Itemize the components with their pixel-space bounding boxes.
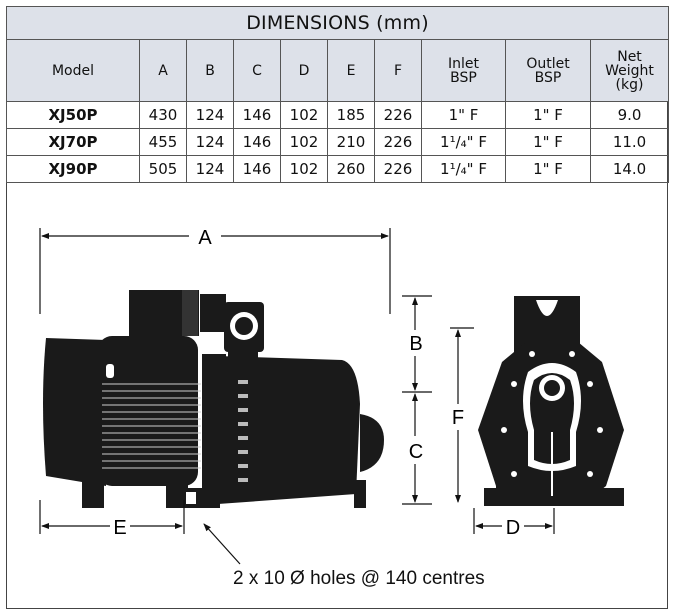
header-d: D [280,39,328,102]
pump-dimension-drawing: A [39,227,624,565]
label-f: F [452,407,464,429]
header-c: C [233,39,281,102]
header-f: F [374,39,422,102]
cell-outlet: 1" F [505,101,591,129]
cell-e: 210 [327,128,375,156]
cell-outlet: 1" F [505,128,591,156]
header-weight-line3: (kg) [615,76,644,93]
cell-c: 146 [233,128,281,156]
header-inlet-line2: BSP [450,69,477,86]
cell-model: XJ90P [6,155,140,183]
dimension-a: A [39,227,391,314]
cell-d: 102 [280,101,328,129]
dimension-d: D [473,508,555,539]
cell-inlet: 1¹/₄" F [421,128,506,156]
header-outlet-line1: Outlet [526,55,570,72]
label-c: C [409,441,423,463]
header-outlet-line2: BSP [534,69,562,86]
header-inlet-line1: Inlet [448,55,479,72]
pump-side-view [43,290,384,508]
cell-inlet: 1" F [421,101,506,129]
holes-leader [203,523,241,565]
cell-model: XJ70P [6,128,140,156]
header-weight-line2: Weight [605,62,654,79]
table-row: XJ50P 430 124 146 102 185 226 1" F 1" F … [6,101,670,129]
cell-c: 146 [233,101,281,129]
cell-f: 226 [374,128,422,156]
cell-weight: 9.0 [589,101,670,129]
cell-a: 455 [139,128,187,156]
cell-b: 124 [186,128,234,156]
cell-e: 185 [327,101,375,129]
cell-b: 124 [186,101,234,129]
header-weight-line1: Net [617,48,642,65]
table-row: XJ90P 505 124 146 102 260 226 1¹/₄" F 1"… [6,155,670,183]
holes-caption: 2 x 10 Ø holes @ 140 centres [233,568,485,589]
table-row: XJ70P 455 124 146 102 210 226 1¹/₄" F 1"… [6,128,670,156]
pump-front-view [478,296,624,506]
cell-d: 102 [280,128,328,156]
header-model: Model [6,39,140,102]
label-a: A [198,227,212,249]
cell-d: 102 [280,155,328,183]
cell-weight: 14.0 [589,155,670,183]
dimension-f: F [450,327,474,503]
label-e: E [113,517,126,539]
cell-model: XJ50P [6,101,140,129]
dimension-b-c: B C [402,295,432,505]
header-a: A [139,39,187,102]
cell-e: 260 [327,155,375,183]
table-title: DIMENSIONS (mm) [5,6,670,40]
dimension-e: E [39,500,185,539]
cell-a: 430 [139,101,187,129]
cell-c: 146 [233,155,281,183]
label-d: D [506,517,520,539]
cell-f: 226 [374,155,422,183]
cell-weight: 11.0 [589,128,670,156]
label-b: B [409,333,422,355]
cell-f: 226 [374,101,422,129]
header-e: E [327,39,375,102]
cell-outlet: 1" F [505,155,591,183]
cell-b: 124 [186,155,234,183]
header-b: B [186,39,234,102]
cell-a: 505 [139,155,187,183]
cell-inlet: 1¹/₄" F [421,155,506,183]
